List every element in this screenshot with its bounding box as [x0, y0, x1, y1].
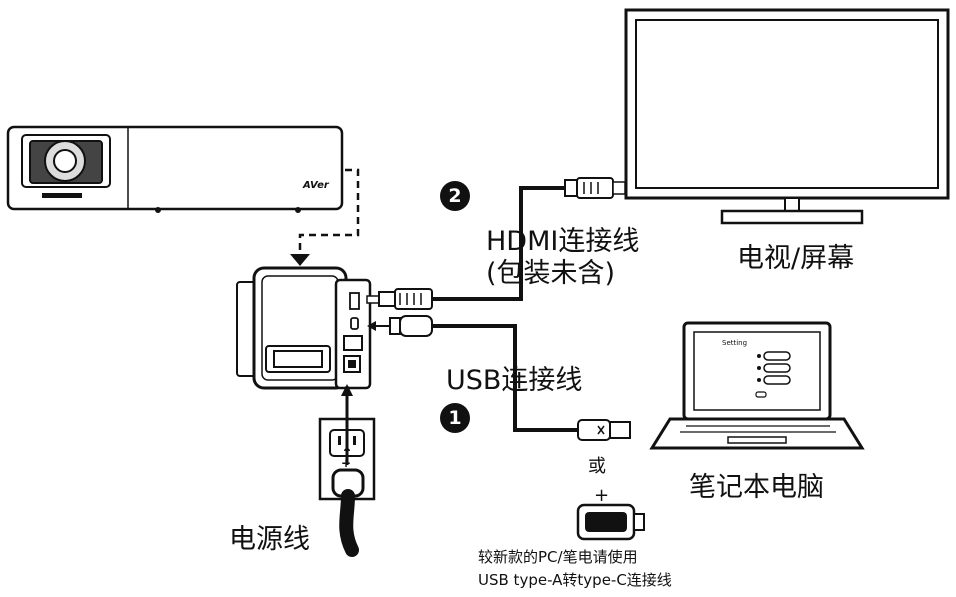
- document-camera: [236, 266, 372, 390]
- hdmi-not-included-label: (包装未含): [486, 258, 616, 289]
- usb-cable: [367, 315, 631, 441]
- usb-cable-label: USB连接线: [446, 365, 583, 396]
- usb-c-note-line1: 较新款的PC/笔电请使用: [478, 548, 638, 566]
- tv-monitor: [624, 8, 950, 225]
- tv-label: 电视/屏幕: [737, 243, 855, 274]
- power-outlet: +: [318, 384, 376, 557]
- projector: AVer: [6, 125, 344, 213]
- or-label: 或: [588, 456, 606, 477]
- dashed-link: [290, 168, 360, 266]
- projector-logo: AVer: [302, 180, 330, 191]
- laptop: Setting: [649, 321, 865, 450]
- usb-c-adapter: [576, 503, 645, 541]
- usb-c-note-line2: USB type-A转type-C连接线: [478, 571, 672, 589]
- hdmi-cable: [366, 177, 626, 310]
- laptop-label: 笔记本电脑: [689, 472, 824, 503]
- usb-c-plus-label: +: [594, 485, 610, 506]
- hdmi-cable-label: HDMI连接线: [486, 226, 640, 257]
- laptop-screen-title: Setting: [722, 339, 747, 347]
- step-2-badge: 2: [440, 181, 470, 211]
- power-cord-label: 电源线: [229, 524, 310, 555]
- step-1-badge: 1: [440, 403, 470, 433]
